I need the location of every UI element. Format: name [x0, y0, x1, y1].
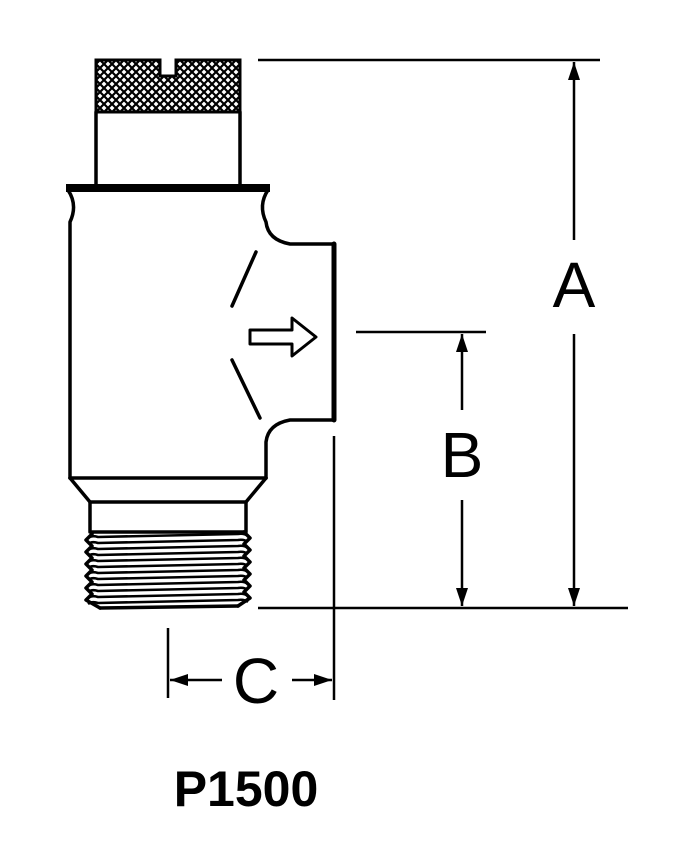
thread-line	[87, 586, 249, 594]
thread-line	[87, 532, 249, 540]
thread-line	[87, 538, 249, 546]
collar-band	[66, 184, 270, 192]
thread-base	[98, 604, 240, 610]
thread-line	[87, 580, 249, 588]
thread-edge-left	[84, 532, 102, 610]
flow-arrow-icon	[248, 316, 318, 358]
threaded-inlet	[84, 500, 252, 610]
dimension-a: A	[258, 58, 628, 610]
dimension-b: B	[356, 330, 486, 606]
thread-line	[87, 568, 249, 576]
valve-body	[66, 188, 337, 504]
dimension-label-c: C	[233, 645, 279, 717]
model-label: P1500	[174, 761, 319, 817]
thread-line	[87, 592, 249, 600]
thread-edge-right	[236, 530, 252, 608]
thread-line	[87, 550, 249, 558]
knurled-cap	[94, 58, 242, 114]
outlet-port-lines	[230, 250, 262, 420]
dimension-label-a: A	[553, 249, 596, 321]
cap-neck	[94, 110, 242, 188]
thread-line	[87, 598, 249, 606]
thread-line	[87, 544, 249, 552]
thread-line	[87, 562, 249, 570]
dimension-label-b: B	[441, 419, 484, 491]
thread-line	[87, 574, 249, 582]
dimension-c: C	[166, 436, 336, 717]
thread-line	[87, 556, 249, 564]
